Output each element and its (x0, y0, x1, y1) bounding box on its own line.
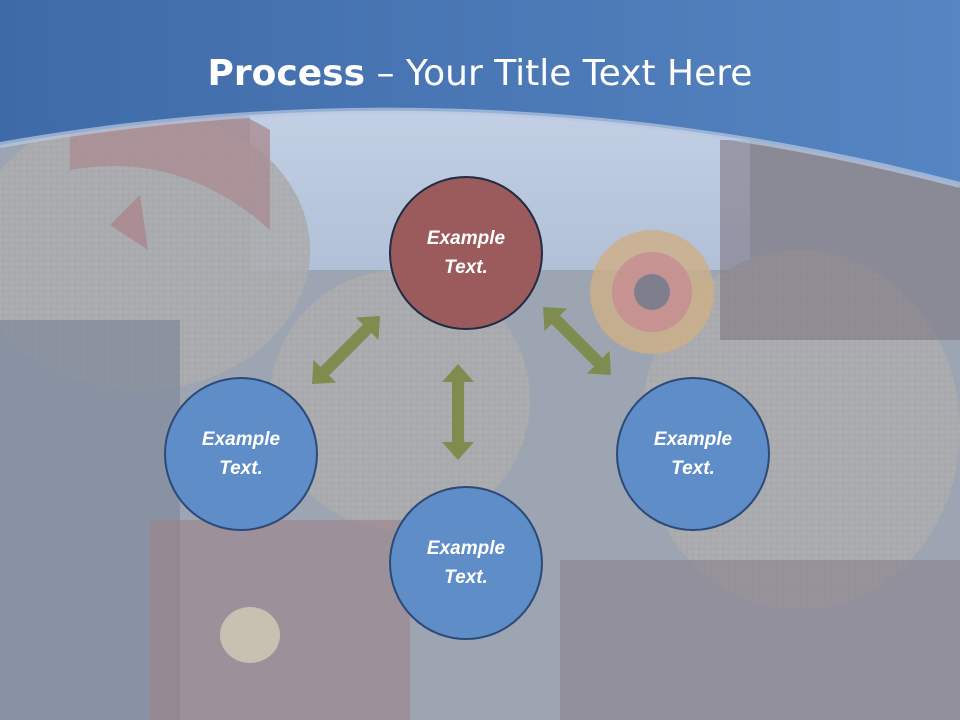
node-left: Example Text. (164, 377, 318, 531)
node-top-label: Example Text. (426, 228, 506, 278)
title-bold: Process (207, 53, 366, 94)
arrow-right-top (543, 307, 611, 375)
title-rest: – Your Title Text Here (365, 53, 753, 94)
node-right-label: Example Text. (653, 429, 733, 479)
node-right: Example Text. (616, 377, 770, 531)
node-top: Example Text. (389, 176, 543, 330)
node-bottom: Example Text. (389, 486, 543, 640)
node-left-label: Example Text. (201, 429, 281, 479)
node-bottom-label: Example Text. (426, 538, 506, 588)
page-title: Process – Your Title Text Here (0, 52, 960, 96)
arrow-left-top (312, 316, 380, 384)
arrow-vertical (442, 364, 474, 460)
